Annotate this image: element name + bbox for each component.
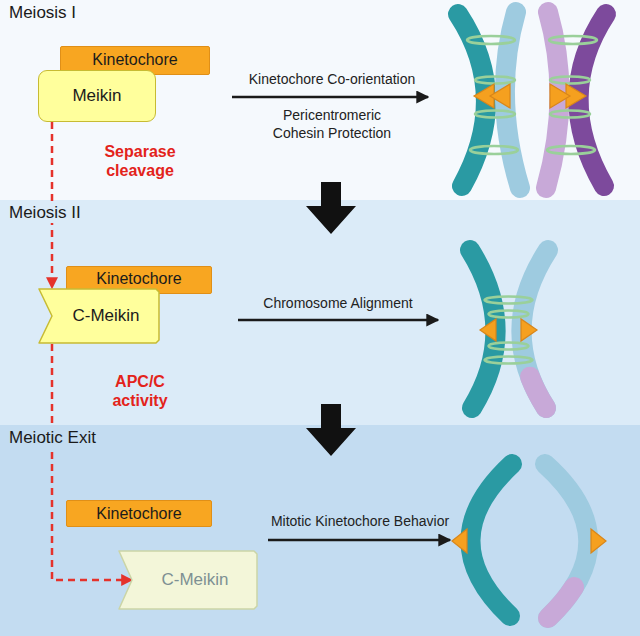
- protein-name: Kinetochore: [96, 504, 181, 524]
- band-ground: [0, 200, 640, 425]
- stage-arrow: [306, 182, 356, 234]
- cohesin-ring: [485, 297, 533, 304]
- protein-box: Meikin: [38, 70, 156, 122]
- band-ground: [0, 425, 640, 636]
- label-slot: Mitotic Kinetochore Behavior: [250, 512, 470, 530]
- cohesin-ring: [489, 311, 529, 318]
- outcome-arrow: [268, 539, 450, 542]
- outcome-label: Pericentromeric Cohesin Protection: [273, 107, 391, 141]
- cleaved-outline-shape: [39, 289, 159, 343]
- cohesin-ring: [489, 343, 529, 350]
- label-slot: Kinetochore Co-orientation: [232, 70, 432, 88]
- cohesin-ring: [467, 36, 515, 44]
- chromatid: [470, 250, 496, 408]
- kinetochore-mark: [591, 529, 606, 553]
- stage-band: Meiotic ExitKinetochoreC-Meikin: [0, 425, 640, 636]
- label-slot: APC/C activity: [92, 372, 188, 410]
- process-label: Separase cleavage: [104, 143, 175, 179]
- stage-title: Meiosis I: [6, 3, 79, 23]
- chromatid-tip: [530, 377, 546, 408]
- kinetochore-mark: [521, 319, 537, 341]
- protein-name: Meikin: [72, 86, 121, 106]
- cleaved-protein-box: C-Meikin: [38, 288, 160, 344]
- protein-name: Kinetochore: [92, 50, 177, 70]
- outcome-label: Mitotic Kinetochore Behavior: [271, 513, 449, 529]
- protein-name: C-Meikin: [161, 570, 228, 590]
- cohesin-ring: [475, 77, 515, 84]
- process-label: APC/C activity: [112, 373, 167, 409]
- chromatid: [470, 464, 512, 616]
- band-ground: [0, 0, 640, 200]
- cleaved-protein-box: C-Meikin: [118, 550, 258, 610]
- label-slot: Chromosome Alignment: [236, 294, 440, 312]
- outcome-arrow: [238, 319, 438, 322]
- kinetochore-mark: [480, 319, 496, 341]
- stage-title: Meiosis II: [6, 203, 84, 223]
- stage-arrow: [306, 404, 356, 456]
- cohesin-ring: [550, 77, 590, 84]
- stage-band: Meiosis I KinetochoreMeikin: [0, 0, 640, 200]
- cohesin-ring: [547, 146, 595, 154]
- cohesin-ring: [485, 357, 533, 364]
- stage-title: Meiotic Exit: [6, 428, 99, 448]
- label-slot: Pericentromeric Cohesin Protection: [262, 106, 402, 142]
- protein-name: Kinetochore: [96, 269, 181, 289]
- stage-band: Meiosis II KinetochoreC-Meikin: [0, 200, 640, 425]
- kinetochore-mark: [452, 529, 467, 553]
- kinetochore-mark: [550, 84, 570, 108]
- chromatid: [545, 464, 588, 618]
- cohesin-ring: [549, 36, 597, 44]
- cohesin-ring: [475, 111, 515, 118]
- chromatid-tip: [548, 587, 574, 618]
- chromatid: [521, 250, 548, 408]
- protein-box: Kinetochore: [66, 500, 212, 527]
- cohesin-ring: [550, 111, 590, 118]
- label-slot: Separase cleavage: [88, 142, 192, 180]
- chromatid: [578, 14, 606, 186]
- outcome-label: Chromosome Alignment: [263, 295, 412, 311]
- cohesin-ring: [470, 146, 518, 154]
- cleaved-outline-shape: [119, 551, 257, 609]
- protein-name: C-Meikin: [72, 306, 139, 326]
- kinetochore-mark: [490, 84, 510, 108]
- outcome-arrow: [232, 96, 428, 99]
- outcome-label: Kinetochore Co-orientation: [249, 71, 416, 87]
